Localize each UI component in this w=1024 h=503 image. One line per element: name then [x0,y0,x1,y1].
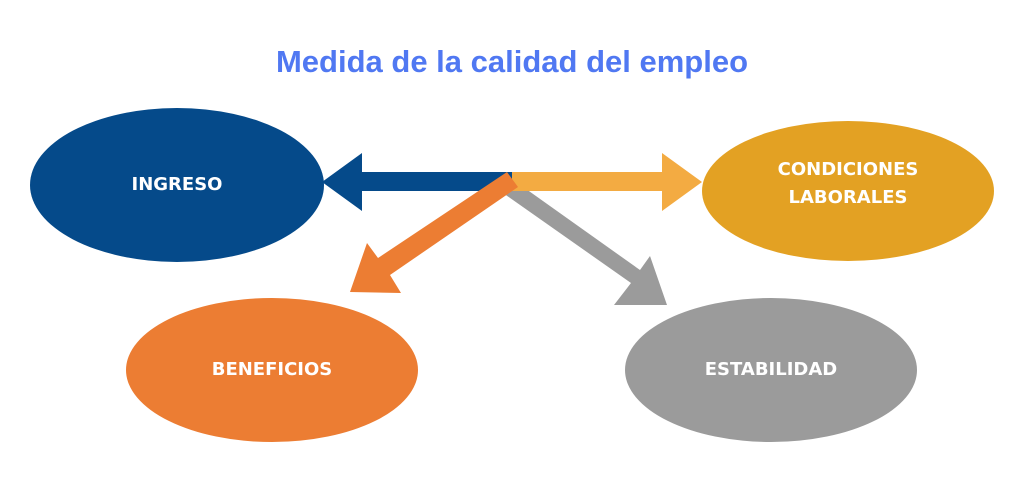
node-estabilidad-label: ESTABILIDAD [704,359,838,380]
node-condiciones-laborales [702,121,994,261]
node-beneficios [126,298,418,442]
arrow-to-beneficios [350,172,518,293]
arrow-to-estabilidad [503,179,667,305]
diagram-title: Medida de la calidad del empleo [275,44,749,79]
node-condiciones-label-line1: CONDICIONES [777,159,919,180]
node-beneficios-label: BENEFICIOS [211,359,333,380]
node-ingreso [30,108,324,262]
node-ingreso-label: INGRESO [131,174,223,195]
node-condiciones-label-line2: LABORALES [788,187,908,208]
arrow-to-ingreso [322,153,512,211]
arrow-to-condiciones [512,153,702,211]
node-estabilidad [625,298,917,442]
node-condiciones-label: CONDICIONES LABORALES [778,156,919,212]
